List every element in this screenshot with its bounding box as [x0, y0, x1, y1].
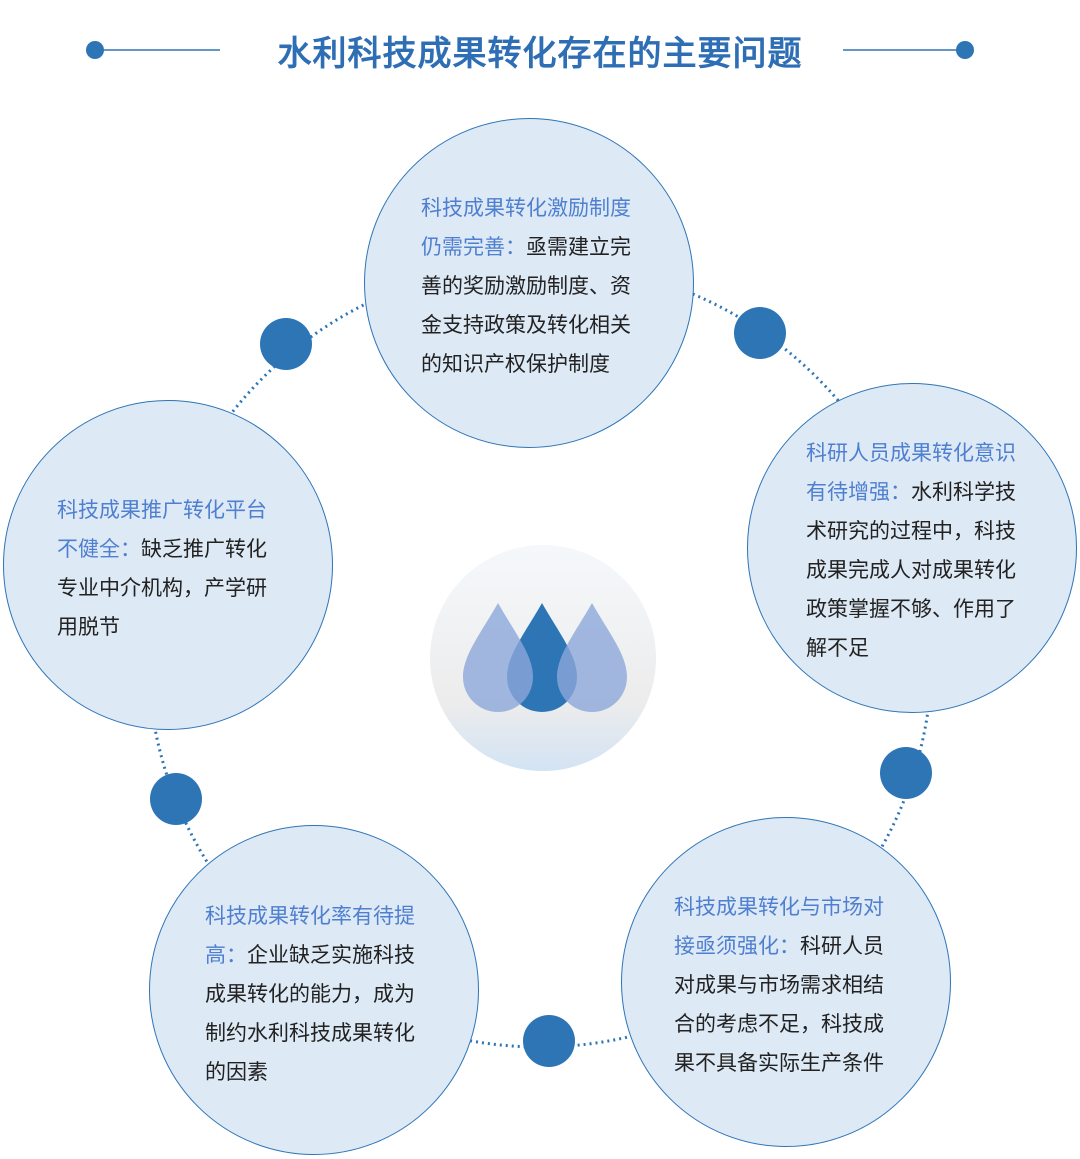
- node-dot: [150, 773, 202, 825]
- issue-circle: [364, 118, 694, 448]
- issue-body: 亟需建立完善的奖励激励制度、资金支持政策及转化相关的知识产权保护制度: [421, 235, 631, 376]
- issue-text: 科技成果转化与市场对接亟须强化：科研人员对成果与市场需求相结合的考虑不足，科技成…: [674, 888, 894, 1083]
- water-drops-icon: [463, 603, 627, 712]
- title-dot-left: [86, 41, 104, 59]
- node-dot: [260, 318, 312, 370]
- issue-title: 科技成果推广转化平台不健全：: [57, 498, 267, 561]
- node-dot: [734, 307, 786, 359]
- issue-title: 科技成果转化与市场对接亟须强化：: [674, 895, 884, 958]
- title-dot-right: [956, 41, 974, 59]
- issue-circle: [149, 825, 479, 1155]
- issue-title: 科技成果转化率有待提高：: [205, 904, 415, 967]
- issue-body: 水利科学技术研究的过程中，科技成果完成人对成果转化政策掌握不够、作用了解不足: [806, 480, 1016, 660]
- issue-body: 科研人员对成果与市场需求相结合的考虑不足，科技成果不具备实际生产条件: [674, 934, 884, 1075]
- issue-body: 缺乏推广转化专业中介机构，产学研用脱节: [57, 537, 267, 639]
- issue-body: 企业缺乏实施科技成果转化的能力，成为制约水利科技成果转化的因素: [205, 943, 415, 1084]
- issue-title: 科技成果转化激励制度仍需完善：: [421, 196, 631, 259]
- node-dot: [523, 1015, 575, 1067]
- issue-circle: [747, 383, 1077, 713]
- issue-text: 科技成果转化率有待提高：企业缺乏实施科技成果转化的能力，成为制约水利科技成果转化…: [205, 897, 425, 1092]
- issue-text: 科技成果转化激励制度仍需完善：亟需建立完善的奖励激励制度、资金支持政策及转化相关…: [421, 189, 641, 384]
- issue-circle: [3, 400, 333, 730]
- issue-text: 科技成果推广转化平台不健全：缺乏推广转化专业中介机构，产学研用脱节: [57, 491, 277, 647]
- issue-title: 科研人员成果转化意识有待增强：: [806, 441, 1016, 504]
- node-dot: [880, 747, 932, 799]
- issue-text: 科研人员成果转化意识有待增强：水利科学技术研究的过程中，科技成果完成人对成果转化…: [806, 434, 1026, 668]
- water-drops-emblem: [430, 545, 656, 771]
- page-title: 水利科技成果转化存在的主要问题: [277, 34, 803, 74]
- issue-circle: [621, 817, 951, 1147]
